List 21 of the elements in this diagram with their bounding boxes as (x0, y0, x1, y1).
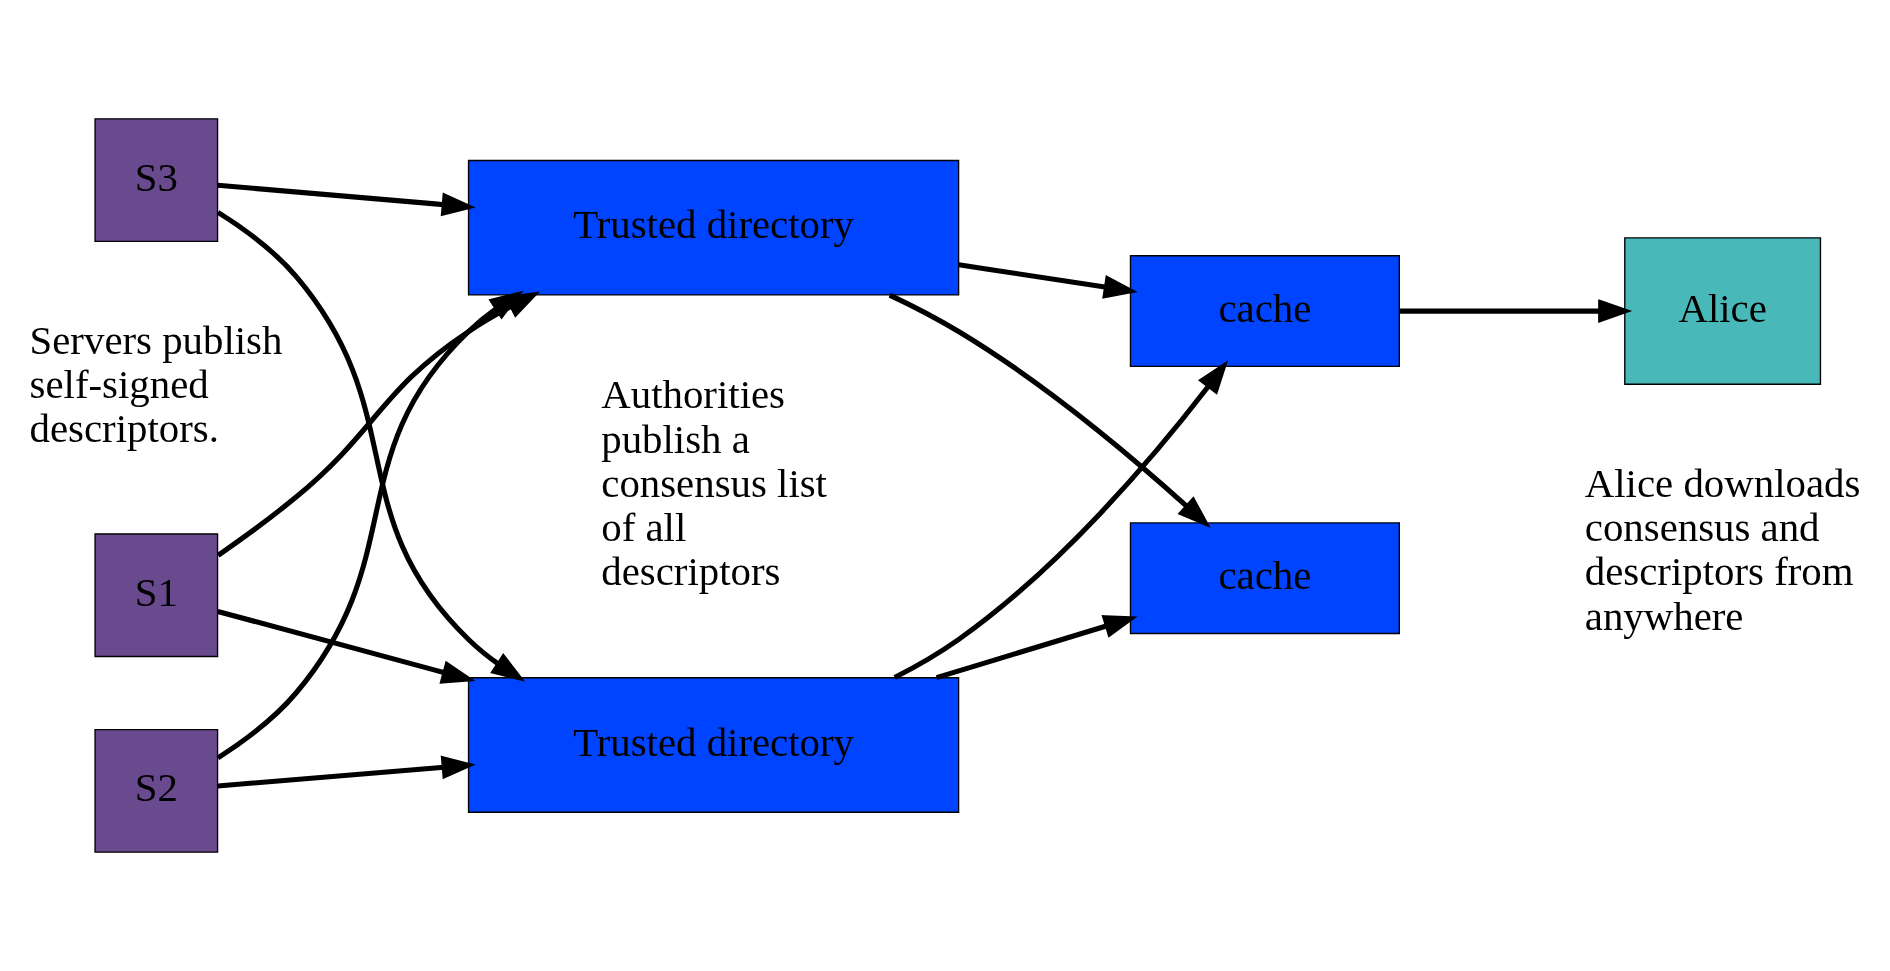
arrow (217, 608, 476, 684)
node-box: cache (1129, 255, 1400, 368)
arrow (216, 290, 524, 760)
arrow (893, 360, 1229, 680)
label: Servers publish self-signed descriptors. (29, 317, 283, 452)
arrow (217, 182, 476, 217)
arrow (958, 262, 1138, 299)
arrow (1399, 299, 1633, 323)
arrow (888, 292, 1211, 529)
arrow (216, 210, 526, 682)
arrow (935, 615, 1138, 681)
label: Alice downloads consensus and descriptors from anywhere (1584, 460, 1861, 639)
arrow (217, 755, 476, 789)
node-box: cache (1129, 522, 1400, 635)
node-box: Trusted directory (467, 677, 960, 813)
node-box: S2 (94, 729, 219, 853)
node-box: Alice (1624, 237, 1822, 385)
label: Authorities publish a consensus list of all descriptors (601, 372, 827, 595)
node-box: S1 (94, 533, 219, 658)
node-box: S3 (94, 118, 219, 242)
node-box: Trusted directory (467, 159, 960, 296)
